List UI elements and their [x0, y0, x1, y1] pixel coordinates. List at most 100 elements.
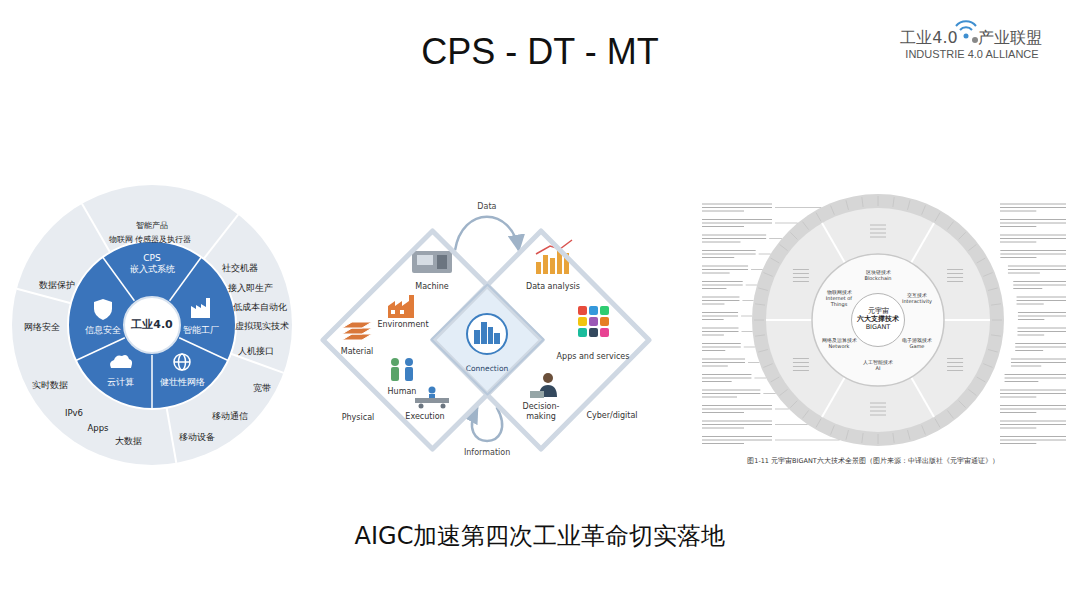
- node-text: Interactivity: [899, 298, 935, 304]
- node-text: Machine: [415, 282, 449, 292]
- note-line: [1000, 242, 1036, 243]
- cps-diamonds: [342, 240, 609, 409]
- band-tick: [983, 273, 992, 277]
- segment-note-line: [947, 273, 963, 274]
- ring-segment: 智能工厂: [183, 325, 219, 336]
- note-line: [702, 312, 738, 313]
- band-tick: [908, 200, 911, 210]
- note-line: [1000, 257, 1036, 258]
- note-line: [1005, 374, 1066, 375]
- bigant-wheel-part-part: [766, 319, 812, 321]
- apps-icon-part: [600, 328, 609, 337]
- note-line: [1013, 288, 1042, 289]
- bigant-wheel-part: [766, 208, 990, 432]
- node-text: 电子游戏技术: [899, 337, 935, 343]
- note-line: [1000, 223, 1066, 224]
- node-text: Data analysis: [526, 282, 580, 292]
- leader-line: [759, 254, 771, 255]
- industry40-wheel-part-part: [231, 354, 284, 373]
- person-icon-part: [530, 391, 544, 398]
- note-line: [1000, 211, 1036, 212]
- band-tick: [862, 433, 863, 443]
- note-line: [1017, 300, 1066, 301]
- band-tick: [758, 288, 768, 291]
- industry40-wheel-part-part: [191, 298, 210, 318]
- note-line: [702, 343, 741, 344]
- node-text: 健壮性网络: [160, 377, 205, 388]
- segment-note-line: [947, 358, 963, 359]
- apps-icon-part: [578, 306, 587, 315]
- apps-icon-part: [589, 317, 598, 326]
- note-line: [1011, 359, 1066, 360]
- band-tick: [922, 205, 926, 214]
- human-icon: [391, 358, 413, 381]
- node-text: Connection: [466, 364, 508, 373]
- band-tick: [959, 401, 966, 408]
- note-line: [702, 250, 756, 251]
- note-line: [1000, 440, 1066, 441]
- note-line: [1000, 397, 1036, 398]
- leader-line: [769, 238, 782, 239]
- logo-text: INDUSTRIE 4.0 ALLIANCE: [905, 48, 1038, 61]
- node-text: Internet of Things: [821, 295, 857, 307]
- industry40-wheel-part: [12, 185, 292, 465]
- chart-icon-part: [543, 255, 548, 274]
- cps-diamonds-part: [430, 283, 545, 396]
- leader-line: [746, 285, 757, 286]
- note-line: [1000, 409, 1066, 410]
- leader-line: [763, 393, 775, 394]
- industry40-wheel-part-part: [167, 408, 177, 463]
- slide-caption: AIGC加速第四次工业革命切实落地: [355, 522, 726, 551]
- note-line: [702, 424, 772, 425]
- environment-icon-part: [391, 310, 395, 314]
- figure-caption: 图1-11 元宇宙BIGANT六大技术全景图（图片来源：中译出版社《元宇宙通证》…: [747, 458, 999, 466]
- band-tick: [991, 304, 1001, 305]
- band-tick: [780, 245, 788, 251]
- band-tick: [935, 213, 940, 222]
- note-line: [702, 347, 741, 348]
- ring-segment: 云计算: [107, 377, 134, 388]
- center-circle: 元宇宙六大支撑技术BIGANT: [851, 293, 905, 347]
- note-line: [1017, 331, 1066, 332]
- apps-icon: [578, 306, 609, 337]
- flow-arrow: [472, 407, 502, 441]
- band-tick: [763, 273, 772, 277]
- band-tick: [992, 320, 1002, 321]
- node-text: Blockchain: [860, 275, 896, 281]
- note-line: [1000, 204, 1066, 205]
- tech-segment: 物联网技术Internet of Things: [821, 289, 857, 307]
- material-icon-part: [342, 334, 372, 340]
- band-tick: [878, 196, 879, 206]
- band-tick: [977, 258, 986, 263]
- node-text: Apps and services: [557, 352, 630, 362]
- node-text: 智能工厂: [183, 325, 219, 336]
- note-line: [702, 269, 748, 270]
- node-text: 嵌入式系统: [130, 264, 175, 275]
- note-line: [702, 304, 724, 305]
- machine-icon-part: [437, 255, 447, 269]
- note-line: [702, 223, 772, 224]
- band-tick: [816, 213, 821, 222]
- note-line: [1015, 350, 1043, 351]
- logo-icon-part: [972, 37, 978, 43]
- tech-segment: 人工智能技术AI: [860, 359, 896, 371]
- band-tick: [816, 419, 821, 428]
- ring-label: 移动通信: [212, 411, 248, 421]
- bigant-wheel-part: [766, 223, 990, 417]
- node-text: 网络及运算技术: [821, 337, 857, 343]
- material-icon-part: [342, 322, 372, 328]
- note-line: [1011, 362, 1066, 363]
- note-line: [1015, 347, 1066, 348]
- human-icon-part: [391, 367, 399, 381]
- apps-icon-part: [589, 328, 598, 337]
- band-tick: [754, 320, 764, 321]
- band-tick: [831, 205, 835, 214]
- node-text: Environment: [377, 320, 428, 330]
- node-text: CPS: [143, 253, 160, 264]
- note-line: [702, 405, 772, 406]
- note-line: [702, 440, 772, 441]
- note-line: [702, 285, 743, 286]
- segment-note-line: [793, 269, 809, 270]
- note-line: [702, 374, 751, 375]
